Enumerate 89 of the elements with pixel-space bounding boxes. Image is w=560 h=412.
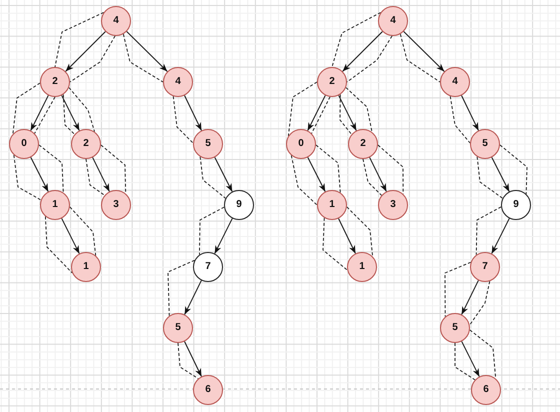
arrow (307, 94, 326, 132)
arrow (214, 156, 233, 192)
dashed-line (199, 206, 225, 256)
dashed-line (168, 260, 196, 316)
dashed-line (44, 216, 73, 274)
tree-node: 4 (101, 6, 131, 36)
arrow (403, 31, 445, 72)
dashed-line (500, 144, 528, 194)
tree-node: 5 (163, 313, 193, 343)
tree-node: 7 (470, 252, 500, 282)
arrow (338, 218, 356, 254)
tree-node: 4 (378, 6, 408, 36)
arrow (184, 280, 202, 316)
tree-node: 2 (348, 129, 378, 159)
dashed-line (200, 156, 226, 199)
arrow (92, 156, 110, 192)
arrow (30, 156, 49, 192)
tree-node: 2 (71, 129, 101, 159)
dashed-line (13, 154, 42, 200)
dashed-line (290, 155, 318, 206)
arrow (338, 94, 357, 132)
dashed-line (346, 206, 374, 257)
dashed-line (469, 280, 490, 326)
arrow (61, 94, 80, 132)
dashed-line (346, 36, 393, 82)
tree-node: 5 (193, 129, 223, 159)
tree-node: 3 (378, 190, 408, 220)
dashed-line (476, 156, 504, 199)
tree-node: 4 (163, 67, 193, 97)
dashed-line (178, 342, 199, 380)
tree-node: 1 (317, 190, 347, 220)
tree-node: 6 (471, 375, 501, 405)
dashed-line (34, 96, 56, 134)
arrow (461, 340, 480, 378)
dashed-line (69, 206, 96, 256)
tree-node: 5 (470, 129, 500, 159)
arrow (461, 280, 479, 316)
arrow (126, 31, 168, 72)
dashed-line (70, 36, 116, 82)
dashed-line (62, 94, 75, 135)
dashed-line (345, 87, 372, 132)
dashed-line (172, 96, 194, 144)
dashed-line (378, 144, 404, 194)
arrow (491, 218, 510, 254)
tree-node: 2 (317, 67, 347, 97)
dashed-line (340, 94, 352, 135)
tree-node: 1 (40, 190, 70, 220)
dashed-line (311, 96, 330, 134)
arrow (65, 31, 106, 72)
tree-node: 6 (193, 375, 223, 405)
arrow (491, 156, 510, 192)
tree-node: 7 (193, 252, 223, 282)
dashed-line (68, 87, 95, 132)
dashed-line (54, 12, 104, 68)
dashed-line (454, 342, 476, 380)
arrow (184, 341, 202, 377)
dashed-line (400, 34, 440, 82)
tree-node: 0 (9, 129, 39, 159)
tree-node: 5 (440, 313, 470, 343)
arrow (30, 94, 49, 132)
dashed-line (476, 206, 502, 256)
dashed-line (288, 82, 318, 136)
arrow (61, 218, 80, 254)
tree-node: 4 (440, 67, 470, 97)
arrow (214, 218, 233, 254)
dashed-line (86, 158, 105, 196)
dashed-line (316, 144, 341, 193)
tree-node: 3 (101, 190, 131, 220)
dashed-line (332, 12, 382, 68)
arrow (342, 31, 383, 72)
tree-node: 1 (71, 252, 101, 282)
tree-node: 1 (347, 252, 377, 282)
tree-node: 9 (501, 190, 531, 220)
tree-node: 0 (286, 129, 316, 159)
dashed-line (100, 144, 126, 194)
dashed-line (450, 96, 470, 144)
arrow (184, 95, 202, 131)
dashed-line (122, 34, 164, 82)
dashed-line (362, 158, 382, 196)
arrow (369, 156, 387, 192)
dashed-line (12, 82, 40, 134)
arrow (307, 156, 326, 192)
tree-node: 2 (40, 67, 70, 97)
arrow (461, 95, 479, 131)
dashed-line (444, 262, 472, 318)
dashed-line (322, 217, 348, 271)
dashed-line (469, 330, 496, 379)
tree-node: 9 (224, 190, 254, 220)
dashed-line (38, 144, 64, 193)
